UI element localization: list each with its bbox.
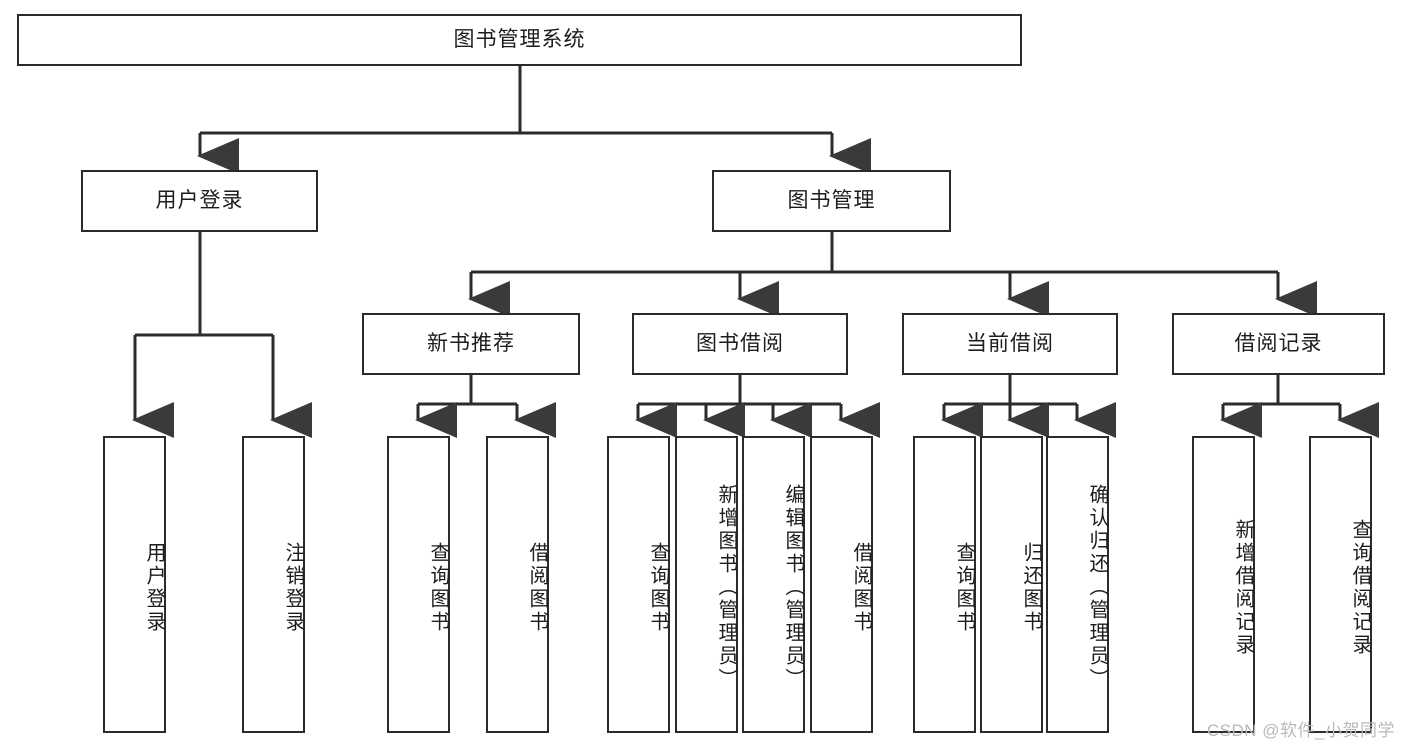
- leaf-borrow-record-add-record[interactable]: 新增借阅记录: [1192, 436, 1255, 733]
- leaf-book-borrow-edit-book-admin[interactable]: 编辑图书（管理员）: [742, 436, 805, 733]
- leaf-current-borrow-query-book[interactable]: 查询图书: [913, 436, 976, 733]
- node-book-manage[interactable]: 图书管理: [712, 170, 951, 232]
- leaf-new-book-borrow-book[interactable]: 借阅图书: [486, 436, 549, 733]
- leaf-book-borrow-borrow-book[interactable]: 借阅图书: [810, 436, 873, 733]
- leaf-borrow-record-query-record[interactable]: 查询借阅记录: [1309, 436, 1372, 733]
- leaf-book-borrow-add-book-admin[interactable]: 新增图书（管理员）: [675, 436, 738, 733]
- watermark: CSDN @软件_小贺同学: [1206, 721, 1395, 740]
- leaf-new-book-query-book[interactable]: 查询图书: [387, 436, 450, 733]
- node-book-borrow[interactable]: 图书借阅: [632, 313, 848, 375]
- node-root[interactable]: 图书管理系统: [17, 14, 1022, 66]
- leaf-book-borrow-query-book[interactable]: 查询图书: [607, 436, 670, 733]
- leaf-user-login-login[interactable]: 用户登录: [103, 436, 166, 733]
- leaf-current-borrow-return-book[interactable]: 归还图书: [980, 436, 1043, 733]
- node-user-login[interactable]: 用户登录: [81, 170, 318, 232]
- leaf-user-login-logout[interactable]: 注销登录: [242, 436, 305, 733]
- leaf-current-borrow-confirm-return-admin[interactable]: 确认归还（管理员）: [1046, 436, 1109, 733]
- node-borrow-record[interactable]: 借阅记录: [1172, 313, 1385, 375]
- node-current-borrow[interactable]: 当前借阅: [902, 313, 1118, 375]
- node-new-book-recommend[interactable]: 新书推荐: [362, 313, 580, 375]
